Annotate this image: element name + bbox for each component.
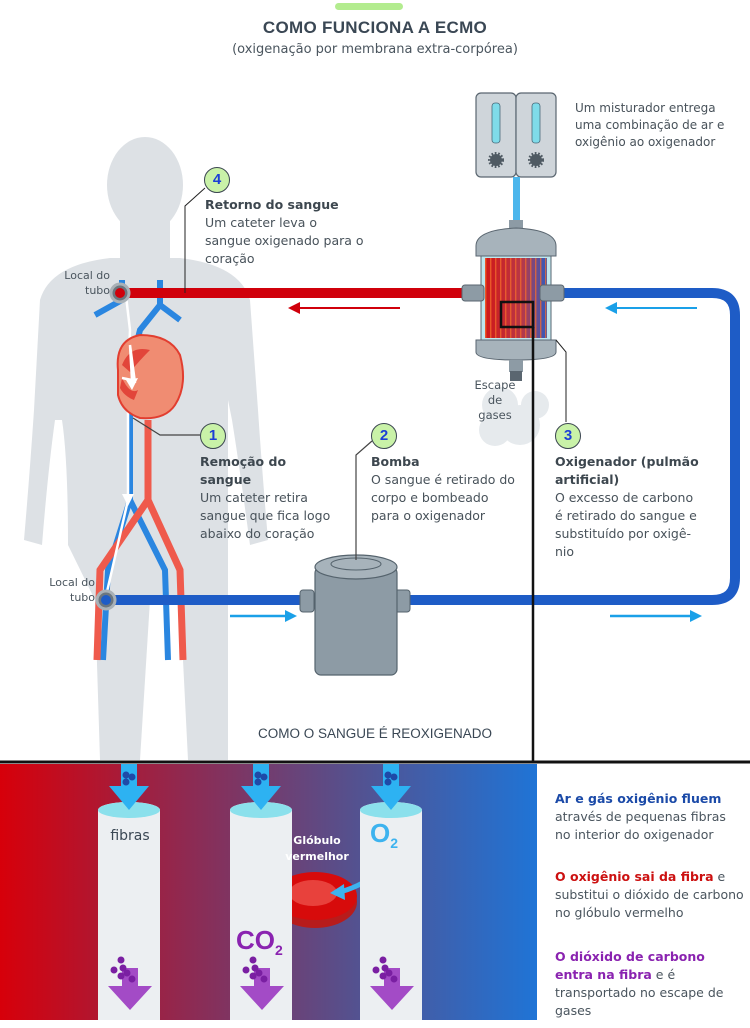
gas-mixer-icon (475, 92, 557, 222)
oxygenator-icon (461, 220, 565, 381)
rbc-label: Glóbulo vermelhor (285, 834, 349, 863)
step-1: Remoção do sangue Um cateter retira sang… (200, 453, 335, 543)
step-badge-1: 1 (200, 423, 226, 449)
fibers-container (0, 764, 537, 1020)
mixer-knob-left (488, 152, 504, 168)
detail-highlight-box (499, 300, 535, 329)
legend-text: e substitui o dióxido de carbono no glób… (555, 869, 744, 920)
tube-site-label-top: Local do tubo (64, 269, 110, 297)
o2-label: O2 (370, 818, 398, 851)
page-title: COMO FUNCIONA A ECMO (262, 18, 488, 37)
air-inflow-arrow-icon (371, 764, 411, 810)
step-3-title: Oxigenador (pulmão artificial) (555, 454, 699, 487)
co2-outflow-arrow-icon (370, 956, 414, 1010)
flow-arrow-down (122, 494, 134, 506)
pump-icon (299, 554, 411, 676)
gas-exhaust-label: Escape de gases (474, 378, 516, 422)
step-4-body: Um cateter leva o sangue oxigenado para … (205, 215, 364, 266)
venous-catheter (104, 295, 132, 597)
arteries (93, 420, 187, 661)
leader-line-2 (355, 440, 373, 560)
reoxygenation-heading-text: COMO O SANGUE É REOXIGENADO (257, 726, 493, 741)
pump-to-oxygenator-tube (410, 288, 740, 605)
accent-bar (335, 3, 403, 10)
red-blood-cell-icon (273, 872, 357, 928)
legend-highlight: Ar e gás oxigênio fluem (555, 791, 722, 806)
step-1-body: Um cateter retira sangue que fica logo a… (200, 490, 331, 541)
legend-item-oxygen: O oxigênio sai da fibra e substitui o di… (555, 868, 745, 922)
step-badge-4: 4 (204, 167, 230, 193)
legend-text: e é transportado no escape de gases (555, 967, 724, 1018)
step-3: Oxigenador (pulmão artificial) O excesso… (555, 453, 700, 561)
leader-line-1 (132, 417, 200, 436)
page-subtitle: (oxigenação por membrana extra-corpórea) (232, 42, 518, 57)
legend-text: através de pequenas fibras no interior d… (555, 809, 726, 842)
return-tube (120, 288, 470, 298)
co2-label-sub: 2 (275, 942, 283, 959)
step-1-title: Remoção do sangue (200, 454, 287, 487)
air-inflow-arrow-icon (241, 764, 281, 810)
flow-arrow-right-blue-1 (230, 610, 297, 622)
step-badge-2: 2 (371, 423, 397, 449)
co2-label: CO2 (236, 925, 283, 958)
step-3-body: O excesso de carbono é retirado do sangu… (555, 490, 697, 559)
mixer-caption: Um misturador entrega uma combinação de … (575, 101, 725, 149)
drain-tube (106, 595, 306, 605)
o2-label-text: O (370, 818, 391, 848)
step-4-title: Retorno do sangue (205, 197, 339, 212)
flow-arrow-right-blue-2 (610, 610, 702, 622)
mixer-knob-right (528, 152, 544, 168)
legend-highlight: O dióxido de carbono entra na fibra (555, 949, 705, 982)
reoxygenation-heading: COMO O SANGUE É REOXIGENADO (0, 726, 750, 741)
o2-label-sub: 2 (390, 835, 399, 852)
leader-line-4 (184, 187, 206, 293)
step-2: Bomba O sangue é retirado do corpo e bom… (371, 453, 516, 525)
leader-line-3 (555, 339, 567, 422)
flow-arrow-left-red (288, 302, 400, 314)
fiber-label: fibras (110, 828, 150, 844)
step-2-title: Bomba (371, 454, 420, 469)
flow-arrow-left-blue (605, 302, 697, 314)
tube-site-label-bottom: Local do tubo (49, 576, 95, 604)
air-inflow-arrow-icon (109, 764, 149, 810)
heart-icon (116, 333, 185, 420)
co2-outflow-arrow-icon (108, 956, 152, 1010)
gas-exhaust-cloud (479, 387, 549, 446)
legend-item-air-flow: Ar e gás oxigênio fluem através de peque… (555, 790, 745, 844)
step-2-body: O sangue é retirado do corpo e bombeado … (371, 472, 515, 523)
step-4: Retorno do sangue Um cateter leva o sang… (205, 196, 365, 268)
legend-item-co2: O dióxido de carbono entra na fibra e é … (555, 948, 745, 1020)
co2-outflow-arrow-icon (240, 956, 284, 1010)
co2-label-text: CO (236, 925, 275, 955)
legend-highlight: O oxigênio sai da fibra (555, 869, 714, 884)
step-badge-3: 3 (555, 423, 581, 449)
